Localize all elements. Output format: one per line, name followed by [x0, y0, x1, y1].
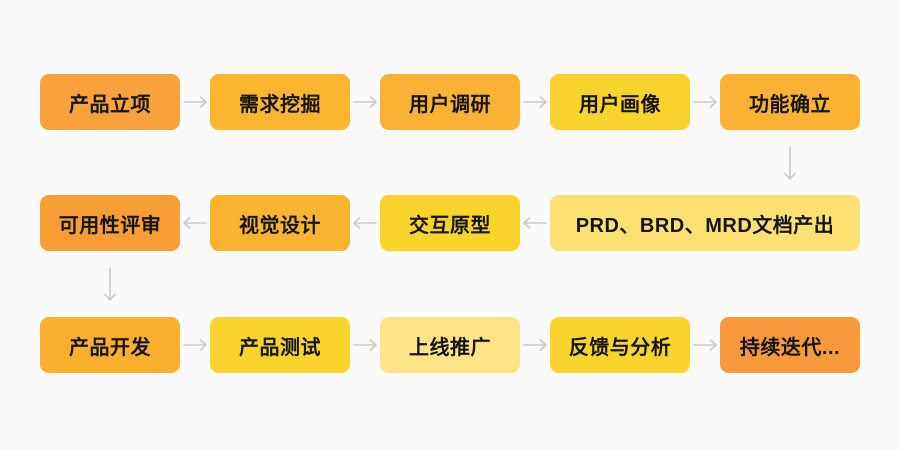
- flow-node-label: 反馈与分析: [568, 336, 672, 359]
- flow-node-continuous-iteration: 持续迭代...: [720, 317, 860, 373]
- flow-node-label: 需求挖掘: [239, 93, 321, 116]
- flow-node-label: PRD、BRD、MRD文档产出: [575, 214, 835, 237]
- flow-node-user-research: 用户调研: [380, 74, 520, 130]
- flow-arrow-right-icon: [183, 339, 207, 351]
- flow-node-product-testing: 产品测试: [210, 317, 350, 373]
- flow-node-launch-promotion: 上线推广: [380, 317, 520, 373]
- flow-node-label: 产品测试: [239, 336, 321, 359]
- flow-node-label: 功能确立: [749, 93, 831, 116]
- flow-node-label: 上线推广: [409, 336, 491, 359]
- flow-node-label: 交互原型: [409, 214, 491, 237]
- flow-arrow-down-icon: [784, 145, 796, 180]
- flow-arrow-right-icon: [353, 339, 377, 351]
- flow-node-label: 可用性评审: [58, 214, 162, 237]
- flow-node-label: 产品立项: [69, 93, 151, 116]
- flow-node-label: 产品开发: [69, 336, 151, 359]
- flow-arrow-left-icon: [183, 217, 207, 229]
- flow-node-label: 用户画像: [579, 93, 661, 116]
- flow-node-usability-review: 可用性评审: [40, 195, 180, 251]
- flow-node-prd-brd-mrd-docs: PRD、BRD、MRD文档产出: [550, 195, 860, 251]
- flow-node-feature-definition: 功能确立: [720, 74, 860, 130]
- flow-node-label: 视觉设计: [239, 214, 321, 237]
- flow-node-feedback-analysis: 反馈与分析: [550, 317, 690, 373]
- flow-arrow-right-icon: [353, 96, 377, 108]
- flow-node-label: 用户调研: [409, 93, 491, 116]
- flow-node-user-persona: 用户画像: [550, 74, 690, 130]
- flow-arrow-right-icon: [523, 339, 547, 351]
- flow-arrow-right-icon: [523, 96, 547, 108]
- flow-node-demand-mining: 需求挖掘: [210, 74, 350, 130]
- flow-node-product-initiation: 产品立项: [40, 74, 180, 130]
- flow-arrow-down-icon: [104, 267, 116, 301]
- flow-arrow-right-icon: [693, 339, 717, 351]
- flow-arrow-right-icon: [183, 96, 207, 108]
- flow-arrow-left-icon: [523, 217, 547, 229]
- flow-node-interaction-prototype: 交互原型: [380, 195, 520, 251]
- flow-node-label: 持续迭代...: [739, 336, 841, 359]
- flow-node-product-development: 产品开发: [40, 317, 180, 373]
- flow-arrow-left-icon: [353, 217, 377, 229]
- flow-arrow-right-icon: [693, 96, 717, 108]
- flow-node-visual-design: 视觉设计: [210, 195, 350, 251]
